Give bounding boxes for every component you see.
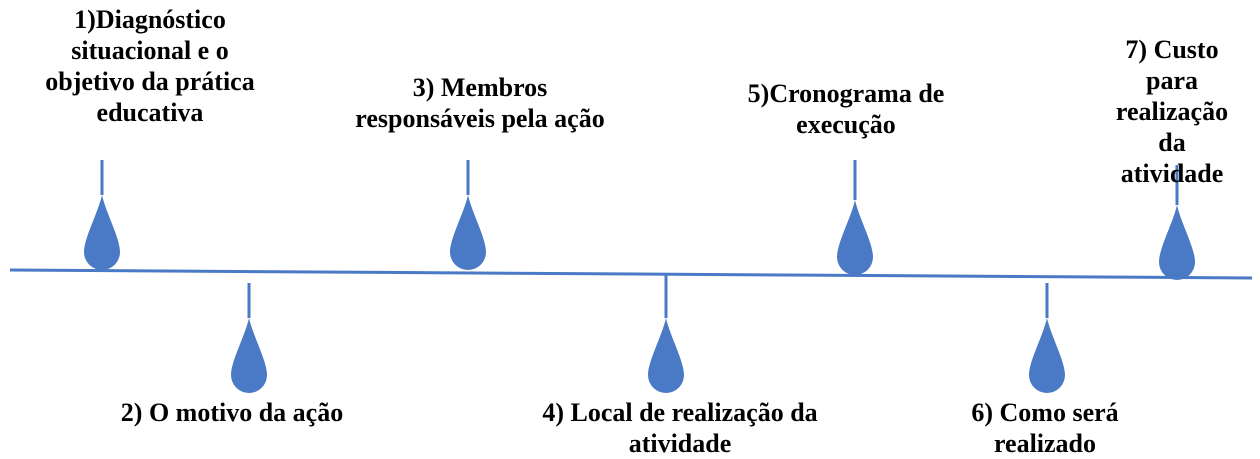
step-5-drop-marker xyxy=(837,200,873,275)
step-6-drop-marker xyxy=(1029,318,1065,393)
step-1-label: 1)Diagnóstico situacional e o objetivo d… xyxy=(45,5,255,127)
step-1-drop-marker xyxy=(84,195,120,270)
step-7-drop-marker xyxy=(1159,205,1195,280)
step-4-drop-marker xyxy=(648,318,684,393)
timeline-axis xyxy=(9,268,1253,280)
step-3-drop-marker xyxy=(450,195,486,270)
step-3-label: 3) Membros responsáveis pela ação xyxy=(355,73,605,133)
step-6-label: 6) Como será realizado xyxy=(971,398,1119,458)
step-2-label: 2) O motivo da ação xyxy=(120,398,344,427)
step-2-drop-marker xyxy=(231,318,267,393)
step-7-label: 7) Custo para realização da atividade xyxy=(1115,35,1229,188)
step-4-label: 4) Local de realização da atividade xyxy=(542,398,818,458)
step-5-label: 5)Cronograma de execução xyxy=(747,79,945,139)
